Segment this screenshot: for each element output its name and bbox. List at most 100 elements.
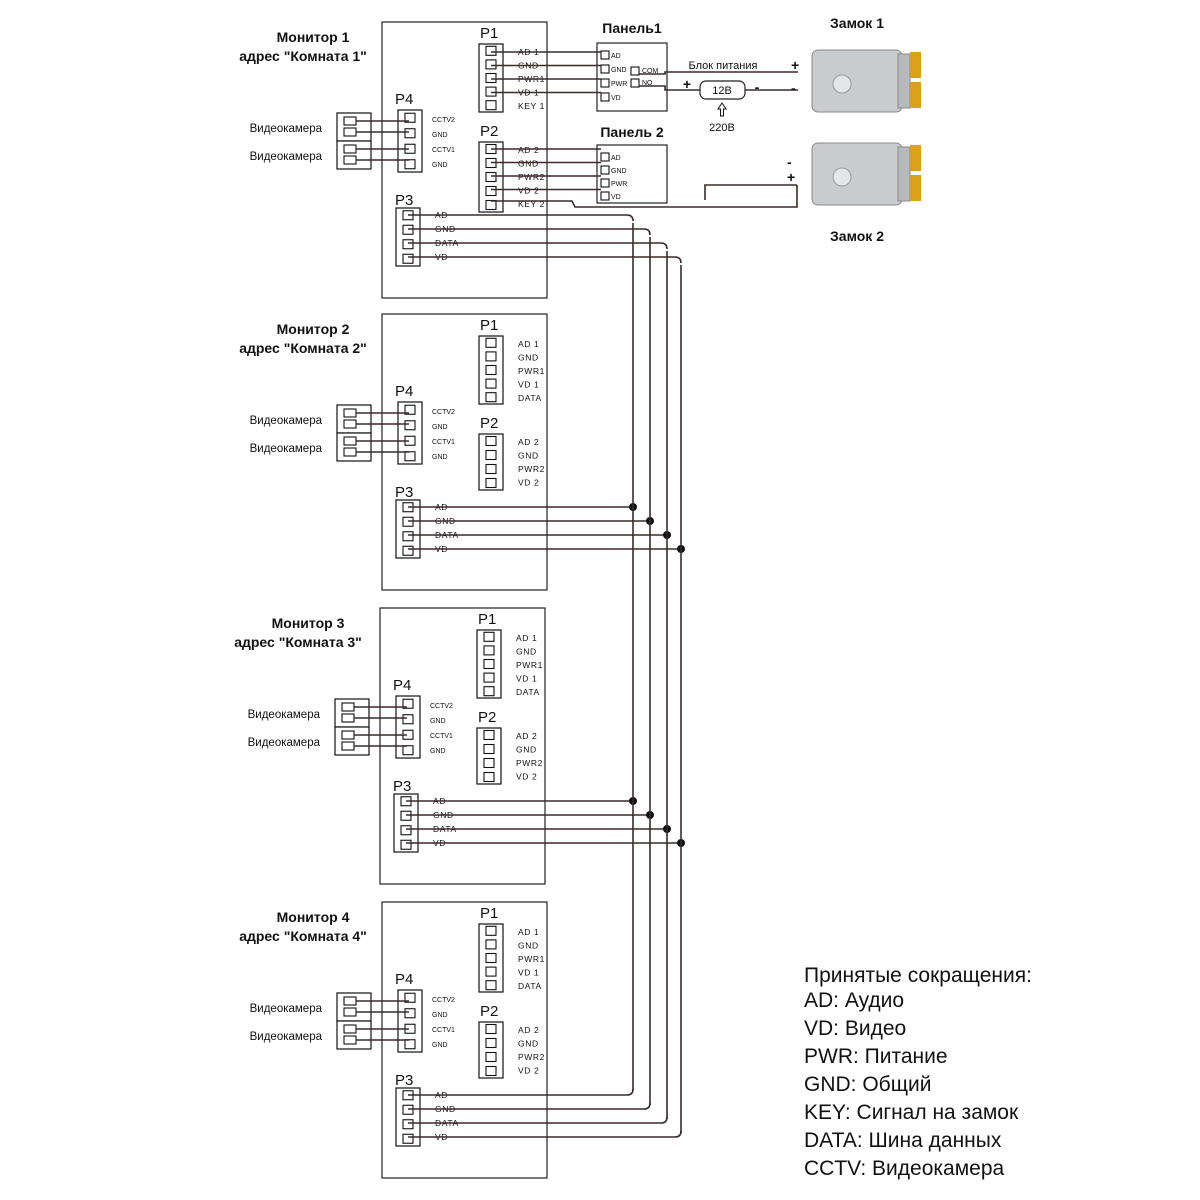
p1-pin-label: DATA	[516, 687, 540, 697]
p2-pin-label: VD 2	[518, 1066, 539, 1076]
pin-socket	[400, 839, 412, 850]
pin-socket	[485, 364, 497, 376]
monitor-address: адрес "Комната 2"	[239, 340, 367, 356]
p1-connector	[478, 923, 504, 993]
power-supply-voltage: 12В	[712, 85, 732, 97]
pin-socket	[404, 159, 416, 170]
lock1-com-wire	[639, 71, 798, 75]
p4-pin-label: CCTV2	[432, 409, 455, 416]
panel-pin-label: AD	[611, 53, 621, 60]
camera-terminal-socket	[343, 127, 357, 137]
lock-button-icon	[832, 167, 852, 187]
pin-socket	[404, 1039, 416, 1050]
lock1-plus: +	[791, 57, 799, 73]
pin-socket	[485, 980, 497, 991]
pin-socket	[485, 171, 497, 183]
p4-pin-label: GND	[430, 748, 446, 755]
pin-socket	[485, 100, 497, 111]
camera-terminal-socket	[341, 713, 355, 723]
pin-socket	[402, 1133, 414, 1144]
pin-socket	[483, 743, 495, 755]
pin-socket	[400, 825, 412, 836]
panel-pin-socket	[600, 64, 610, 74]
camera-label: Видеокамера	[250, 415, 323, 427]
camera-terminal-socket	[343, 1024, 357, 1034]
camera-1: Видеокамера	[250, 404, 409, 434]
panel-pin-label: PWR	[611, 181, 627, 188]
p2-pin-label: VD 2	[516, 772, 537, 782]
p1-pin-label: DATA	[518, 981, 542, 991]
camera-terminal-socket	[343, 447, 357, 457]
pin-socket	[404, 451, 416, 462]
pin-socket	[485, 1051, 497, 1063]
legend-item: CCTV: Видеокамера	[804, 1157, 1005, 1180]
pin-socket	[485, 72, 497, 84]
panel-pin-label: GND	[611, 168, 627, 175]
pin-socket	[402, 714, 414, 725]
p4-connector	[395, 695, 421, 759]
camera-terminal-socket	[343, 116, 357, 126]
legend-item: PWR: Питание	[804, 1045, 948, 1068]
power-plus: +	[683, 76, 691, 92]
p2-pin-label: AD 2	[516, 731, 537, 741]
lock-title: Замок 2	[830, 228, 884, 244]
p1-pin-label: VD 1	[516, 674, 537, 684]
camera-label: Видеокамера	[250, 443, 323, 455]
pin-socket	[485, 939, 497, 950]
pin-socket	[483, 729, 495, 741]
p4-pin-label: GND	[432, 424, 448, 431]
panel-pin-socket	[600, 152, 610, 162]
camera-label: Видеокамера	[250, 151, 323, 163]
pin-socket	[402, 253, 414, 264]
lock-latch-icon	[910, 145, 921, 171]
pin-socket	[402, 698, 414, 709]
p4-pin-label: CCTV2	[432, 117, 455, 124]
p4-pin-label: GND	[432, 454, 448, 461]
pin-socket	[483, 645, 495, 656]
pin-socket	[485, 1065, 497, 1077]
camera-terminal-socket	[343, 1007, 357, 1017]
camera-label: Видеокамера	[248, 709, 321, 721]
p1-pin-label: VD 1	[518, 380, 539, 390]
lock-plate	[897, 53, 911, 109]
panel-pin-label: GND	[611, 67, 627, 74]
pin-socket	[485, 45, 497, 56]
pin-socket	[485, 435, 497, 447]
lock-latch-icon	[910, 52, 921, 78]
pin-socket	[485, 185, 497, 197]
camera-1: Видеокамера	[250, 992, 409, 1022]
p3-bus-wire	[408, 214, 634, 222]
bus-wires	[406, 214, 685, 1138]
panel-pin-socket	[600, 178, 610, 188]
p1-label: P1	[480, 317, 498, 334]
p4-label: P4	[395, 383, 413, 400]
p2-pin-label: GND	[518, 1039, 539, 1049]
p1-pin-label: AD 1	[516, 633, 537, 643]
p4-connector	[397, 989, 423, 1053]
p1-pin-label: PWR1	[518, 366, 545, 376]
pin-socket	[483, 757, 495, 769]
p2-label: P2	[480, 123, 498, 140]
p3-label: P3	[393, 778, 411, 795]
camera-terminal-socket	[343, 436, 357, 446]
pin-socket	[485, 392, 497, 403]
p1-connector	[476, 629, 502, 699]
camera-terminal-socket	[341, 741, 355, 751]
p2-pin-label: PWR2	[518, 172, 545, 182]
lock2-plus: +	[787, 169, 795, 185]
relay-label: COM	[642, 68, 659, 75]
relay-label: NO	[642, 80, 653, 87]
lock-1: Замок 1	[811, 15, 921, 113]
panel-title: Панель1	[602, 20, 662, 36]
p1-pin-label: GND	[518, 353, 539, 363]
p1-pin-label: GND	[516, 647, 537, 657]
lock-button-icon	[832, 74, 852, 94]
relay-socket	[630, 78, 640, 88]
camera-label: Видеокамера	[250, 1003, 323, 1015]
camera-2: Видеокамера	[248, 726, 407, 756]
